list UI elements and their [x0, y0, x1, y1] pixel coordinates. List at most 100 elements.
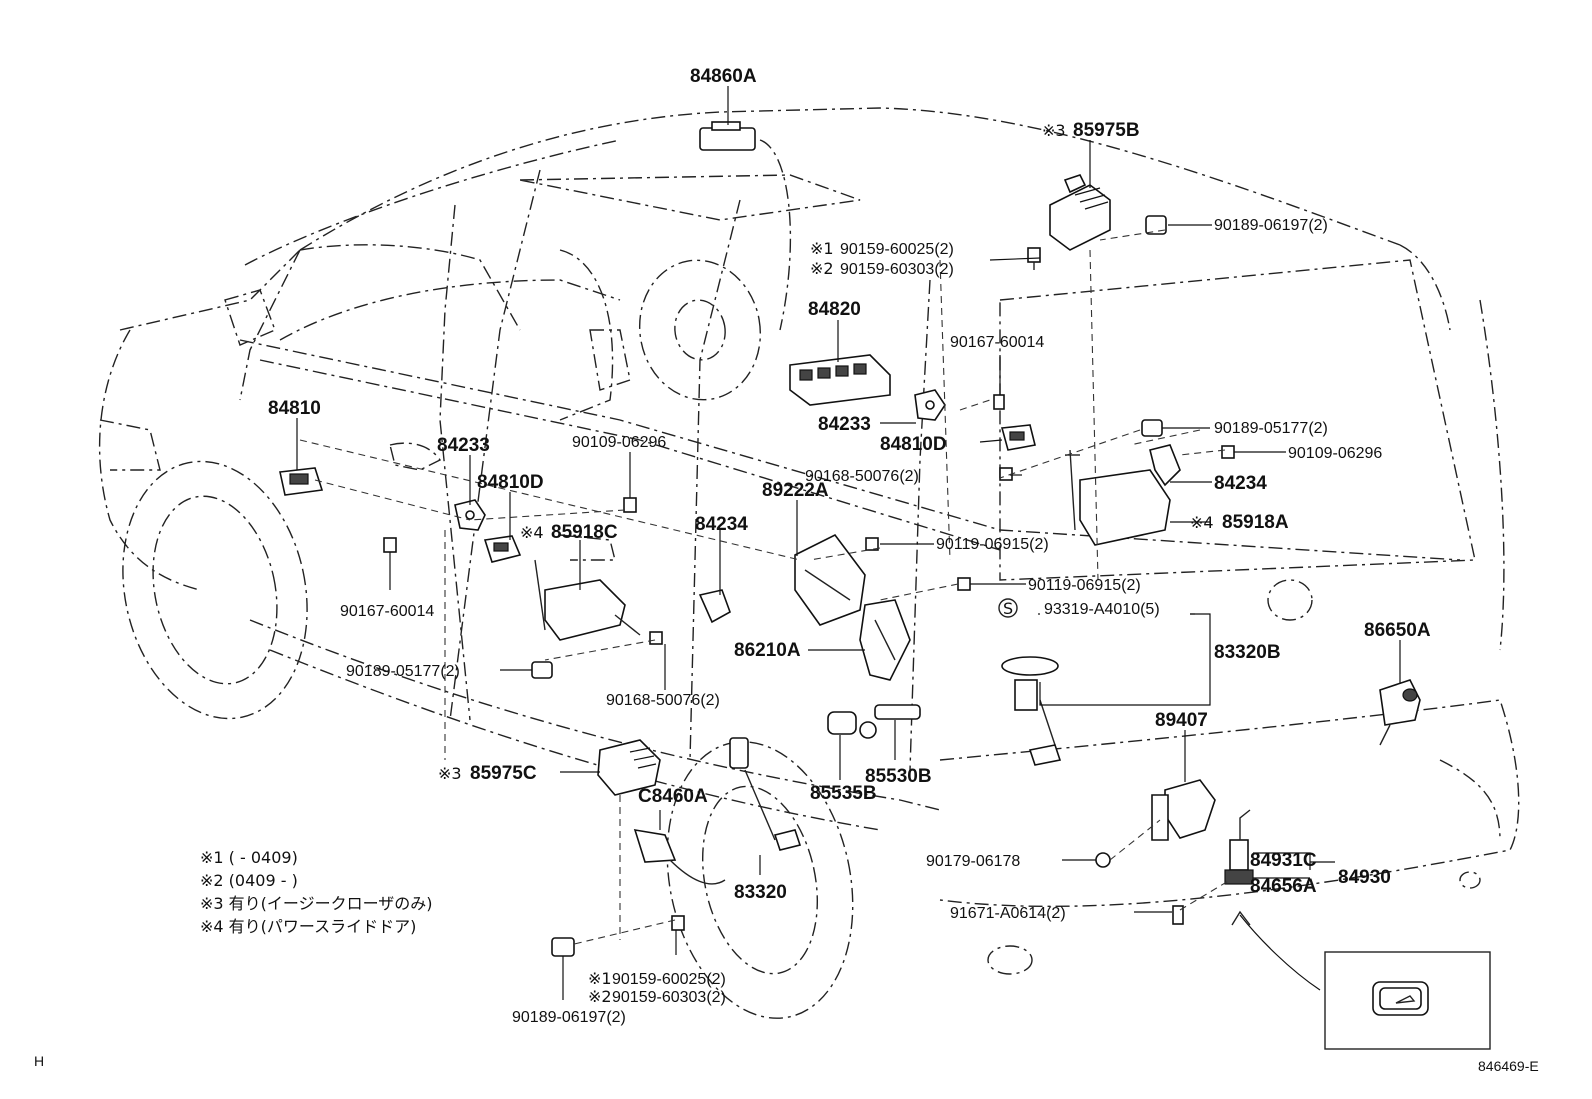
label-84233-left: 84233	[437, 435, 490, 456]
part-clip-bottom	[551, 937, 575, 957]
part-89222A	[794, 533, 866, 626]
label-84820: 84820	[808, 299, 861, 320]
label-90189-05177-left: 90189-05177(2)	[346, 663, 460, 680]
label-84233-right: 84233	[818, 414, 871, 435]
label-90189-05177-right: 90189-05177(2)	[1214, 420, 1328, 437]
label-90168-50076-left: 90168-50076(2)	[606, 692, 720, 709]
label-84930: 84930	[1338, 867, 1391, 888]
footnote-1: ※1 ( - 0409)	[200, 848, 298, 867]
part-85918C	[534, 559, 641, 641]
s-marker: S	[1003, 599, 1013, 618]
part-84810	[279, 467, 324, 496]
label-84234-right: 84234	[1214, 473, 1267, 494]
part-bolt-90109-left	[623, 497, 637, 513]
part-clip-05177-right	[1141, 419, 1163, 437]
label-85918C: 85918C	[551, 522, 618, 543]
marker-2-top: ※2	[810, 259, 834, 278]
label-90159-60025-top: 90159-60025(2)	[840, 241, 954, 258]
part-84930	[1224, 809, 1254, 885]
label-90167-60014-left: 90167-60014	[340, 603, 434, 620]
label-83320: 83320	[734, 882, 787, 903]
part-nut-90179	[1095, 852, 1111, 868]
part-83320	[729, 737, 802, 851]
label-90179-06178: 90179-06178	[926, 853, 1020, 870]
part-85975B	[1049, 174, 1111, 251]
label-84810D-left: 84810D	[477, 472, 544, 493]
part-84233-right	[914, 389, 946, 421]
marker-1-bottom: ※1	[588, 969, 612, 988]
part-85530B	[874, 704, 921, 720]
part-84810D-right	[1000, 424, 1036, 451]
label-90159-60303-bottom: 90159-60303(2)	[612, 989, 726, 1006]
label-89222A: 89222A	[762, 480, 829, 501]
label-84810: 84810	[268, 398, 321, 419]
installation-dashed-lines	[299, 229, 1231, 946]
label-89407: 89407	[1155, 710, 1208, 731]
marker-1-top: ※1	[810, 239, 834, 258]
label-93319-A4010: 93319-A4010(5)	[1044, 601, 1160, 618]
part-C8460A	[633, 828, 726, 885]
s-marker-circle	[998, 598, 1018, 618]
label-84860A: 84860A	[690, 66, 757, 87]
marker-4-left: ※4	[520, 523, 544, 542]
leader-lines	[296, 86, 1401, 1000]
part-85918A	[1065, 449, 1171, 546]
part-84820	[789, 354, 891, 406]
part-84810D-left	[483, 535, 522, 563]
label-84656A: 84656A	[1250, 876, 1317, 897]
figure-id: 846469-E	[1478, 1058, 1539, 1074]
footnote-3: ※3 有り(イージークローザのみ)	[200, 894, 433, 913]
label-90168-50076-right: 90168-50076(2)	[805, 468, 919, 485]
part-bolt-90109-right	[1221, 445, 1235, 459]
label-90167-60014-right: 90167-60014	[950, 334, 1044, 351]
part-86210A	[859, 599, 911, 681]
label-90119-06915-a: 90119-06915(2)	[936, 536, 1049, 553]
label-84810D-right: 84810D	[880, 434, 947, 455]
label-84931C: 84931C	[1250, 850, 1317, 871]
label-90119-06915-b: 90119-06915(2)	[1028, 577, 1141, 594]
label-85975B: 85975B	[1073, 120, 1140, 141]
marker-4-right: ※4	[1190, 513, 1214, 532]
part-bolts-90119	[865, 537, 971, 591]
part-bolt-bottom	[671, 915, 685, 931]
footnote-2: ※2 (0409 - )	[200, 871, 298, 890]
corner-marker: H	[34, 1053, 44, 1069]
footnote-4: ※4 有り(パワースライドドア)	[200, 917, 416, 936]
part-clip-top	[1145, 215, 1167, 235]
label-85530B: 85530B	[865, 766, 932, 787]
part-85975C	[597, 739, 661, 796]
marker-2-bottom: ※2	[588, 987, 612, 1006]
part-labels: 84860A ※3 85975B 90189-06197(2) ※1 90159…	[268, 66, 1431, 1026]
part-bolt-90167-right	[993, 394, 1005, 410]
part-84234-right	[1149, 444, 1181, 487]
part-89407	[1151, 779, 1216, 841]
label-84234-left: 84234	[695, 514, 748, 535]
part-85535B	[827, 711, 877, 739]
label-90159-60025-bottom: 90159-60025(2)	[612, 971, 726, 988]
label-90189-06197-bottom: 90189-06197(2)	[512, 1009, 626, 1026]
part-83320B	[1001, 656, 1062, 766]
marker-3-top: ※3	[1042, 121, 1066, 140]
part-84233-left	[454, 499, 486, 531]
part-bolt-90167-left	[383, 537, 397, 553]
label-85918A: 85918A	[1222, 512, 1289, 533]
part-84860A	[699, 121, 756, 151]
footnotes: ※1 ( - 0409) ※2 (0409 - ) ※3 有り(イージークローザ…	[200, 848, 433, 936]
vehicle-outline	[98, 107, 1520, 1019]
label-90109-06296-right: 90109-06296	[1288, 445, 1382, 462]
inset-switch-detail	[1231, 910, 1491, 1050]
label-90109-06296-left: 90109-06296	[572, 434, 666, 451]
label-90189-06197-top: 90189-06197(2)	[1214, 217, 1328, 234]
label-85535B: 85535B	[810, 783, 877, 804]
marker-3-left: ※3	[438, 764, 462, 783]
label-86650A: 86650A	[1364, 620, 1431, 641]
label-85975C: 85975C	[470, 763, 537, 784]
part-clip-05177-left	[531, 661, 553, 679]
part-86650A	[1379, 679, 1421, 746]
part-bolt-90168-left	[649, 631, 663, 645]
part-84234-left	[698, 589, 731, 624]
part-screw-91671	[1172, 905, 1184, 925]
label-86210A: 86210A	[734, 640, 801, 661]
label-83320B: 83320B	[1214, 642, 1281, 663]
